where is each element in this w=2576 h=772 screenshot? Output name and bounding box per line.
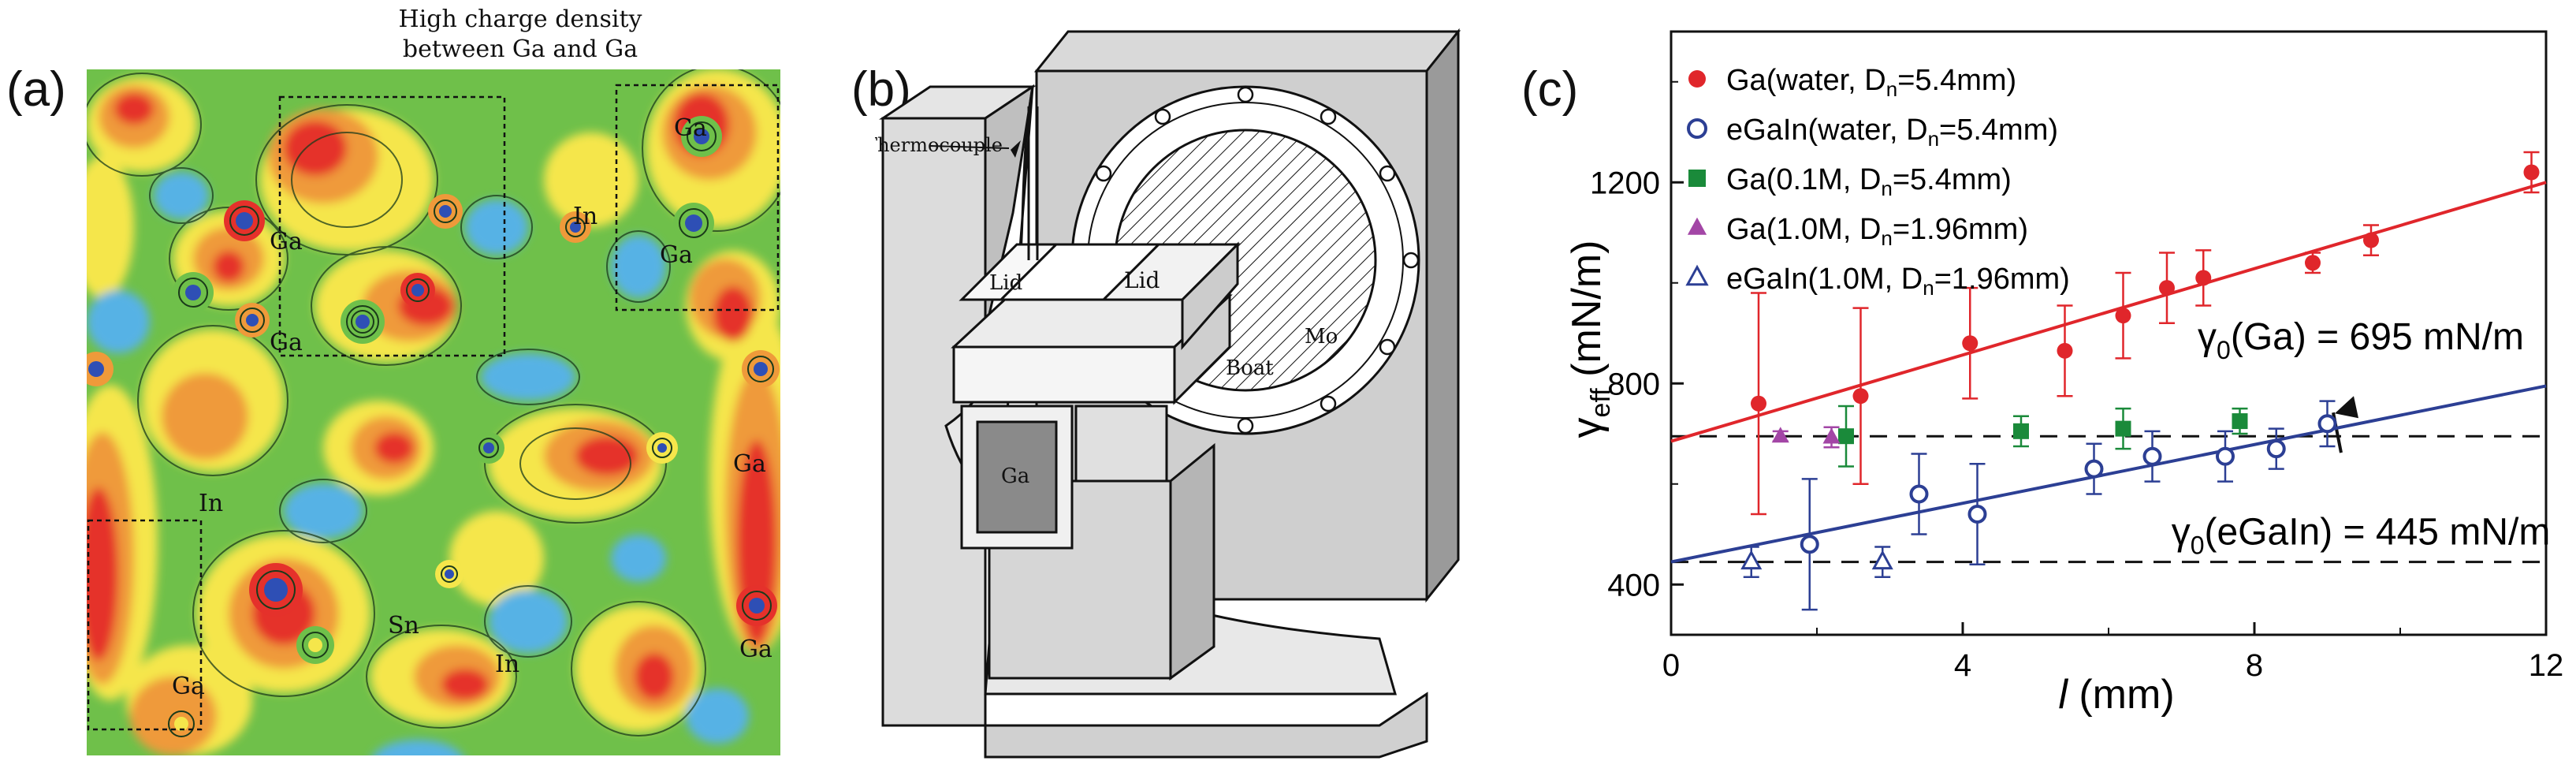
surface-tension-chart: 0 4 8 12 400 800 1200 γ0(Ga) = 695 mN/m γ0(eGaI… [1564, 30, 2564, 718]
highlight-box-left [87, 519, 203, 731]
atom-label: Ga [660, 241, 693, 269]
atom-label: In [495, 651, 519, 678]
data-series [1740, 151, 2540, 611]
reference-lines: γ0(Ga) = 695 mN/m γ0(eGaIn) = 445 mN/m [1671, 316, 2551, 564]
data-point [1685, 264, 1709, 286]
series [1838, 405, 2248, 468]
x-tick-label: 12 [2529, 648, 2564, 683]
highlight-box-top [278, 95, 506, 357]
atom-label: Ga [270, 329, 303, 356]
ga-label: Ga [1001, 464, 1029, 488]
reference-label: γ0(eGaIn) = 445 mN/m [2172, 512, 2551, 560]
panel-c-label: (c) [1521, 62, 1579, 117]
data-point [1822, 427, 1841, 444]
fit-line [1670, 384, 2547, 564]
atom-label: Ga [270, 228, 303, 255]
data-point [2523, 164, 2540, 181]
x-tick-label: 8 [2246, 648, 2263, 683]
data-point [1852, 388, 1869, 405]
data-point [2266, 439, 2286, 459]
data-point [1740, 550, 1763, 570]
boat-label: Boat [1226, 356, 1274, 380]
data-point [1687, 217, 1707, 235]
x-tick-label: 0 [1662, 648, 1680, 683]
caption-line-1: High charge density [398, 6, 642, 33]
highlight-box-right [615, 84, 780, 311]
data-point [2216, 446, 2235, 466]
data-point [2232, 413, 2248, 430]
data-point [1688, 70, 1706, 88]
data-point [1838, 428, 1854, 445]
data-point [1871, 550, 1893, 570]
series [1800, 400, 2337, 611]
mo-label: Mo [1305, 325, 1338, 349]
atom-label: Ga [674, 114, 707, 142]
data-point [1687, 118, 1707, 139]
legend-entry: eGaIn(1.0M, Dn=1.96mm) [1726, 263, 2070, 300]
y-tick-label: 800 [1607, 367, 1660, 401]
data-point [2159, 280, 2175, 296]
fit-line [1670, 181, 2547, 443]
data-point [2195, 270, 2212, 286]
panel-a-caption: High charge density between Ga and Ga [378, 5, 662, 65]
y-axis-title: γeff (mN/m) [1564, 241, 1616, 438]
data-point [2057, 342, 2073, 359]
reference-label: γ0(Ga) = 695 mN/m [2198, 316, 2524, 364]
data-point [2084, 459, 2104, 479]
data-point [1688, 170, 1706, 187]
atom-label: Ga [733, 450, 766, 478]
y-tick-label: 1200 [1590, 166, 1660, 200]
series [1771, 426, 1841, 449]
atom-label: In [573, 203, 597, 230]
data-point [1800, 535, 1819, 554]
ga-well [976, 420, 1058, 534]
data-point [2013, 423, 2029, 439]
arrow-head [2335, 396, 2358, 419]
data-point [1909, 484, 1929, 504]
atom-label: Ga [739, 636, 772, 663]
charge-density-map: Ga Ga In Ga Ga In Ga Sn In Ga Ga [87, 69, 780, 755]
caption-line-2: between Ga and Ga [402, 35, 638, 63]
legend-entry: Ga(0.1M, Dn=5.4mm) [1726, 163, 2012, 200]
data-point [1967, 505, 1987, 524]
evaporation-apparatus-diagram: Thermocouple Lid Lid Boat Mo Ga [875, 28, 1461, 759]
thermocouple-label: Thermocouple [875, 134, 1003, 156]
data-point [1962, 335, 1979, 352]
lid-right-label: Lid [1124, 267, 1160, 293]
atom-label: Ga [172, 673, 205, 700]
axes-layer: 0 4 8 12 400 800 1200 [1590, 80, 2564, 683]
legend-entry: Ga(water, Dn=5.4mm) [1726, 64, 2016, 101]
legend: Ga(water, Dn=5.4mm) eGaIn(water, Dn=5.4mm… [1685, 64, 2070, 300]
data-point [2305, 255, 2321, 271]
lid-left-label: Lid [989, 271, 1022, 295]
panel-a-label: (a) [6, 62, 66, 117]
data-point [1771, 427, 1789, 443]
atom-markers [87, 116, 780, 743]
data-point [2317, 414, 2337, 434]
series [1740, 546, 1893, 578]
x-tick-label: 4 [1954, 648, 1971, 683]
data-point [2363, 232, 2379, 248]
atom-label: Sn [388, 612, 419, 640]
series [1751, 151, 2540, 516]
legend-entry: Ga(1.0M, Dn=1.96mm) [1726, 213, 2028, 250]
atom-label: In [199, 490, 223, 517]
data-point [1751, 395, 1766, 412]
fit-lines [1670, 181, 2547, 564]
data-point [2115, 420, 2131, 437]
back-plate [1033, 30, 1461, 73]
legend-entry: eGaIn(water, Dn=5.4mm) [1726, 114, 2058, 151]
y-tick-label: 400 [1607, 568, 1660, 602]
data-point [2115, 308, 2131, 324]
data-point [2142, 446, 2162, 466]
x-axis-title: l (mm) [2058, 672, 2174, 718]
